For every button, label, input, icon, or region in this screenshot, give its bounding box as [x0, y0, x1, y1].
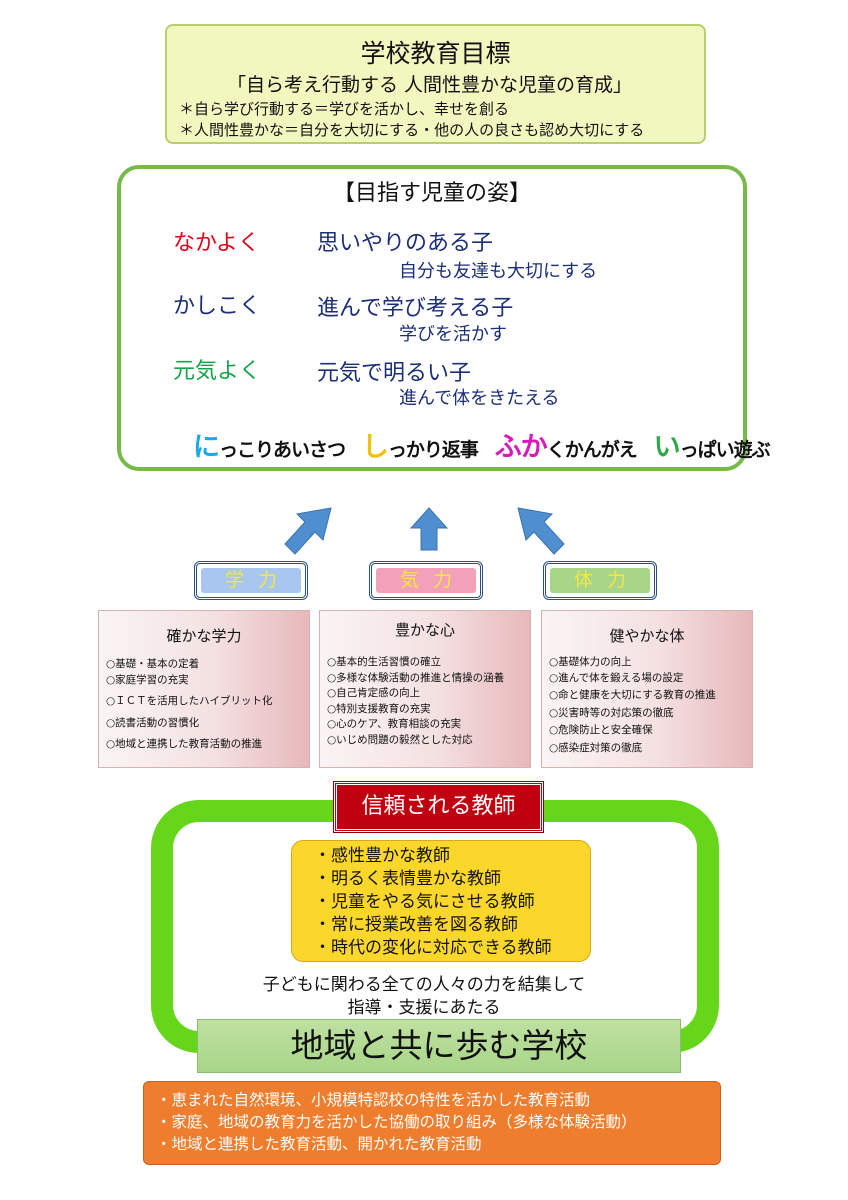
unite-line-1: 子どもに関わる全ての人々の力を結集して	[262, 975, 586, 995]
slogan-head-1: に	[193, 432, 220, 463]
list-item: ○ＩＣＴを活用したハイブリット化	[106, 695, 273, 707]
goal-subtitle: 「自ら考え行動する 人間性豊かな児童の育成」	[227, 74, 633, 96]
list-item: ○危険防止と安全確保	[549, 724, 653, 736]
force-label-physical: 体力	[550, 568, 650, 593]
list-item: ○基礎・基本の定着	[106, 658, 200, 670]
list-item: ・時代の変化に対応できる教師	[314, 938, 552, 958]
list-item: ○地域と連携した教育活動の推進	[106, 738, 263, 750]
list-item: ○いじめ問題の毅然とした対応	[327, 733, 473, 746]
list-item: ・常に授業改善を図る教師	[314, 915, 518, 935]
list-item: ・地域と連携した教育活動、開かれた教育活動	[156, 1135, 482, 1153]
arrow-up-left-icon	[517, 507, 565, 555]
category-heart: 豊かな心 ○基本的生活習慣の確立 ○多様な体験活動の推進と情操の涵養 ○自己肯定…	[319, 610, 531, 768]
teacher-title: 信頼される教師	[333, 781, 544, 833]
school-motto-bar: 地域と共に歩む学校	[197, 1019, 681, 1073]
force-tab-academic: 学力	[194, 561, 308, 600]
goal-title: 学校教育目標	[360, 39, 511, 68]
force-label-spirit: 気力	[376, 568, 476, 593]
category-list: ○基礎・基本の定着 ○家庭学習の充実 ○ＩＣＴを活用したハイブリット化 ○読書活…	[106, 657, 272, 753]
ideal-main-kashikoku: 進んで学び考える子	[317, 296, 514, 321]
list-item: ・恵まれた自然環境、小規模特認校の特性を活かした教育活動	[156, 1091, 591, 1109]
list-item: ○災害時等の対応策の徹底	[549, 706, 674, 719]
category-title: 健やかな体	[609, 627, 685, 645]
category-academic: 確かな学力 ○基礎・基本の定着 ○家庭学習の充実 ○ＩＣＴを活用したハイブリット…	[98, 610, 310, 768]
category-title: 確かな学力	[166, 627, 242, 645]
goal-note-2: ＊人間性豊かな＝自分を大切にする・他の人の良さも認め大切にする	[179, 121, 645, 139]
force-label-academic: 学力	[201, 568, 301, 593]
slogan: にっこりあいさつ しっかり返事 ふかくかんがえ いっぱい遊ぶ	[193, 425, 771, 464]
ideal-desc-nakayoku: 自分も友達も大切にする	[399, 261, 598, 282]
category-list: ○基礎体力の向上 ○進んで体を鍛える場の設定 ○命と健康を大切にする教育の推進 …	[549, 655, 716, 756]
list-item: ○基本的生活習慣の確立	[327, 656, 442, 668]
slogan-rest-2: っかり返事	[387, 439, 479, 461]
community-activities-list: ・恵まれた自然環境、小規模特認校の特性を活かした教育活動 ・家庭、地域の教育力を…	[156, 1089, 637, 1155]
list-item: ・家庭、地域の教育力を活かした協働の取り組み（多様な体験活動）	[156, 1113, 637, 1131]
ideal-key-genkiyoku: 元気よく	[173, 359, 262, 384]
ideal-title: 【目指す児童の姿】	[332, 181, 531, 206]
school-goal-box: 学校教育目標 「自ら考え行動する 人間性豊かな児童の育成」 ＊自ら学び行動する＝…	[165, 24, 706, 144]
category-title: 豊かな心	[394, 621, 455, 639]
force-tab-physical: 体力	[543, 561, 657, 600]
slogan-rest-4: っぱい遊ぶ	[679, 439, 771, 461]
list-item: ○基礎体力の向上	[549, 656, 632, 668]
list-item: ○命と健康を大切にする教育の推進	[549, 689, 716, 701]
slogan-head-2: し	[361, 432, 389, 463]
list-item: ○特別支援教育の充実	[327, 702, 431, 715]
arrow-up-icon	[409, 507, 449, 551]
ideal-desc-genkiyoku: 進んで体をきたえる	[399, 388, 560, 409]
slogan-rest-3: くかんがえ	[546, 439, 638, 461]
ideal-key-nakayoku: なかよく	[173, 231, 260, 256]
list-item: ○家庭学習の充実	[106, 673, 189, 686]
slogan-head-3: ふか	[494, 432, 548, 463]
list-item: ○自己肯定感の向上	[327, 687, 421, 699]
goal-note-1: ＊自ら学び行動する＝学びを活かし、幸せを創る	[179, 100, 510, 118]
ideal-main-genkiyoku: 元気で明るい子	[317, 361, 472, 386]
ideal-student-box: 【目指す児童の姿】 なかよく 思いやりのある子 自分も友達も大切にする かしこく…	[117, 165, 771, 471]
ideal-main-nakayoku: 思いやりのある子	[317, 231, 494, 256]
category-list: ○基本的生活習慣の確立 ○多様な体験活動の推進と情操の涵養 ○自己肯定感の向上 …	[327, 655, 504, 748]
ideal-key-kashikoku: かしこく	[173, 294, 262, 319]
list-item: ・児童をやる気にさせる教師	[314, 892, 535, 912]
force-tab-spirit: 気力	[369, 561, 483, 600]
teacher-list: ・感性豊かな教師 ・明るく表情豊かな教師 ・児童をやる気にさせる教師 ・常に授業…	[314, 845, 552, 960]
list-item: ○多様な体験活動の推進と情操の涵養	[327, 671, 505, 684]
arrow-up-right-icon	[284, 507, 332, 555]
list-item: ○心のケア、教育相談の充実	[327, 718, 462, 730]
community-activities-box: ・恵まれた自然環境、小規模特認校の特性を活かした教育活動 ・家庭、地域の教育力を…	[143, 1081, 721, 1165]
teacher-box: ・感性豊かな教師 ・明るく表情豊かな教師 ・児童をやる気にさせる教師 ・常に授業…	[291, 840, 591, 962]
list-item: ○感染症対策の徹底	[549, 741, 643, 754]
list-item: ・感性豊かな教師	[314, 846, 450, 866]
category-body: 健やかな体 ○基礎体力の向上 ○進んで体を鍛える場の設定 ○命と健康を大切にする…	[541, 610, 753, 768]
slogan-rest-1: っこりあいさつ	[219, 439, 346, 461]
list-item: ・明るく表情豊かな教師	[314, 869, 501, 889]
ideal-desc-kashikoku: 学びを活かす	[399, 324, 507, 345]
list-item: ○読書活動の習慣化	[106, 716, 200, 729]
unite-line-2: 指導・支援にあたる	[347, 998, 501, 1018]
list-item: ○進んで体を鍛える場の設定	[549, 671, 684, 684]
slogan-head-4: い	[653, 432, 681, 463]
